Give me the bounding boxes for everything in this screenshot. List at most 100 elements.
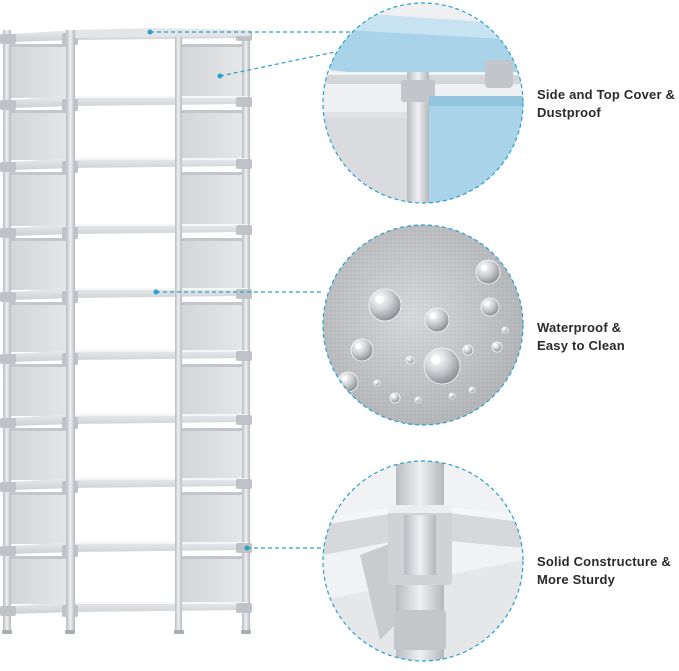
rack-left-panel-edge [11, 44, 69, 47]
water-droplet [368, 288, 402, 322]
rack-left-panel [11, 492, 69, 544]
rack-connector [236, 603, 252, 613]
rack-connector [236, 415, 252, 425]
rack-left-panel [11, 110, 69, 160]
water-droplet-highlight [484, 301, 490, 307]
callout-dot-top [147, 29, 153, 35]
water-droplet-highlight [480, 264, 487, 271]
rack-back-right-pole [242, 30, 250, 630]
callout-dot-waterproof [153, 289, 159, 295]
water-droplet [405, 355, 415, 365]
rack-shelf-highlight [75, 224, 248, 226]
water-droplet [462, 344, 474, 356]
rack-left-panel-edge [11, 364, 69, 367]
feature-label-cover-line2: Dustproof [537, 105, 601, 120]
rack-connector [236, 351, 252, 361]
rack-connector [0, 162, 16, 172]
water-droplet-highlight [431, 355, 441, 365]
water-droplet-highlight [342, 376, 347, 381]
water-droplet [350, 338, 374, 362]
water-droplet-highlight [502, 327, 505, 330]
rack-right-panel [180, 172, 242, 226]
rack-connector [0, 292, 16, 302]
rack-right-panel-edge [180, 556, 242, 559]
feature-label-cover: Side and Top Cover & Dustproof [537, 86, 677, 122]
top-cover-detail [322, 2, 524, 204]
water-droplet [423, 347, 461, 385]
rack-front-left-pole [66, 30, 75, 630]
rack-left-panel-edge [11, 302, 69, 305]
feature-label-waterproof: Waterproof & Easy to Clean [537, 319, 677, 355]
rack-connector [236, 225, 252, 235]
callout-dot-cover [217, 73, 223, 79]
water-droplet [373, 379, 381, 387]
water-droplet-highlight [415, 397, 418, 400]
rack-foot [174, 630, 184, 634]
rack-connector [0, 482, 16, 492]
rack-connector [236, 289, 252, 299]
rack-connector [236, 97, 252, 107]
water-droplet [501, 326, 509, 334]
feature-label-sturdy-line1: Solid Constructure & [537, 554, 672, 569]
rack-right-panel [180, 556, 242, 604]
rack-left-panel [11, 428, 69, 480]
rack-right-panel-edge [180, 44, 242, 47]
rack-shelf-highlight [75, 414, 248, 416]
water-droplet [448, 392, 456, 400]
rack-shelf-highlight [75, 602, 248, 604]
rack-connector [0, 606, 16, 616]
rack-connector [0, 354, 16, 364]
rack-right-panel-edge [180, 110, 242, 113]
rack-foot [65, 630, 75, 634]
rack-shelf-highlight [75, 158, 248, 160]
water-droplets-detail [322, 224, 524, 426]
callout-line-cover [219, 51, 336, 77]
water-droplet-highlight [355, 343, 361, 349]
rack-right-panel [180, 428, 242, 480]
water-droplet [389, 392, 401, 404]
rack-shelf-highlight [75, 478, 248, 480]
feature-label-waterproof-line2: Easy to Clean [537, 338, 625, 353]
rack-left-panel-edge [11, 172, 69, 175]
rack-left-panel [11, 44, 69, 98]
rack-right-panel [180, 364, 242, 416]
rack-left-panel-edge [11, 428, 69, 431]
water-droplet [480, 297, 500, 317]
rack-left-panel [11, 302, 69, 352]
rack-shelf-highlight [75, 350, 248, 352]
rack-connector [236, 159, 252, 169]
water-droplet-highlight [469, 387, 472, 390]
rack-foot [241, 630, 251, 634]
rack-right-panel [180, 238, 242, 290]
water-droplet [491, 341, 503, 353]
water-droplet-highlight [375, 295, 384, 304]
rack-right-panel-edge [180, 172, 242, 175]
feature-label-sturdy-line2: More Sturdy [537, 572, 616, 587]
rack-left-panel-edge [11, 556, 69, 559]
rack-top-cover [75, 28, 250, 38]
water-droplet-highlight [494, 344, 497, 347]
water-droplet-highlight [392, 395, 395, 398]
rack-connector [236, 479, 252, 489]
rack-right-panel [180, 492, 242, 544]
water-droplet [424, 307, 450, 333]
rack-right-panel-edge [180, 428, 242, 431]
feature-label-waterproof-line1: Waterproof & [537, 320, 622, 335]
feature-label-sturdy: Solid Constructure & More Sturdy [537, 553, 677, 589]
rack-left-panel-edge [11, 238, 69, 241]
rack-right-panel-edge [180, 492, 242, 495]
rack-left-panel [11, 172, 69, 226]
rack-right-panel [180, 110, 242, 160]
rack-right-panel-edge [180, 238, 242, 241]
rack-right-panel [180, 44, 242, 98]
rack-right-panel-edge [180, 364, 242, 367]
rack-front-right-pole [175, 30, 182, 630]
rack-connector [236, 543, 252, 553]
water-droplet-highlight [374, 380, 377, 383]
joint-connector-detail [322, 460, 524, 662]
water-droplet [475, 259, 501, 285]
rack-connector [0, 100, 16, 110]
rack-left-panel [11, 364, 69, 416]
water-droplet [414, 396, 422, 404]
